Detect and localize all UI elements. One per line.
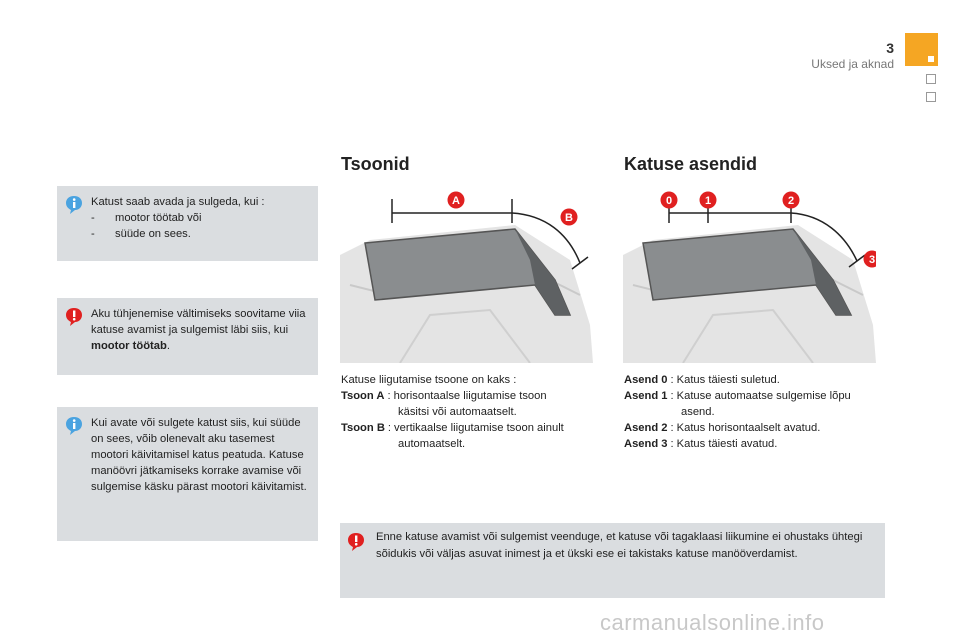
bullet-dash: - [91, 212, 95, 224]
chapter-tab-marker [928, 56, 934, 62]
warning-icon [348, 533, 364, 551]
position-item: Asend 0 : Katus täiesti suletud. [624, 372, 886, 388]
separator: : [670, 390, 674, 402]
bullet-dash: - [91, 228, 95, 240]
position-key: Asend 2 [624, 422, 668, 434]
zones-intro: Katuse liigutamise tsoone on kaks : [341, 374, 517, 386]
info-note: Kui avate või sulgete katust siis, kui s… [57, 407, 318, 541]
chapter-tab-empty[interactable] [926, 74, 936, 84]
zone-item: Tsoon A : horisontaalse liigutamise tsoo… [341, 388, 601, 404]
safety-warning-note: Enne katuse avamist või sulgemist veendu… [340, 523, 885, 598]
list-item: - mootor töötab või [91, 210, 310, 226]
zone-text-cont: käsitsi või automaatselt. [398, 406, 517, 418]
note-text-end: . [166, 340, 170, 352]
section-title: Uksed ja aknad [811, 57, 894, 71]
position-text-cont: asend. [681, 406, 715, 418]
watermark: carmanualsonline.info [600, 610, 825, 635]
chapter-tab[interactable] [905, 33, 938, 66]
separator: : [387, 422, 392, 434]
note-text-bold: mootor töötab [91, 340, 167, 352]
zones-description: Katuse liigutamise tsoone on kaks : Tsoo… [341, 372, 601, 452]
zone-item: Tsoon B : vertikaalse liigutamise tsoon … [341, 420, 601, 436]
warning-note: Aku tühjenemise vältimiseks soovitame vi… [57, 298, 318, 375]
roof-positions-illustration: 0 1 2 3 [623, 185, 881, 364]
position-key: Asend 0 [624, 374, 668, 386]
position-text: Katus horisontaalselt avatud. [676, 422, 821, 434]
separator: : [670, 422, 674, 434]
warning-text: Enne katuse avamist või sulgemist veendu… [376, 531, 863, 560]
zones-heading: Tsoonid [341, 154, 410, 174]
position-item: Asend 2 : Katus horisontaalselt avatud. [624, 420, 886, 436]
note-intro: Katust saab avada ja sulgeda, kui : [91, 196, 265, 208]
bullet-text: süüde on sees. [115, 228, 191, 240]
position-text: Katus täiesti avatud. [676, 438, 778, 450]
roof-zones-illustration: A B [340, 185, 593, 364]
page-number: 3 [886, 40, 894, 56]
position-item: Asend 3 : Katus täiesti avatud. [624, 436, 886, 452]
positions-heading: Katuse asendid [624, 154, 758, 174]
chapter-tab-empty[interactable] [926, 92, 936, 102]
zone-text: vertikaalse liigutamise tsoon ainult [394, 422, 564, 434]
info-icon [66, 417, 82, 435]
position-marker-3: 3 [869, 254, 875, 266]
info-note: Katust saab avada ja sulgeda, kui : - mo… [57, 186, 318, 261]
warning-icon [66, 308, 82, 326]
positions-description: Asend 0 : Katus täiesti suletud. Asend 1… [624, 372, 886, 452]
note-text: Aku tühjenemise vältimiseks soovitame vi… [91, 308, 306, 336]
zone-text-cont: automaatselt. [398, 438, 466, 450]
info-icon [66, 196, 82, 214]
position-text: Katus täiesti suletud. [676, 374, 780, 386]
note-text: Kui avate või sulgete katust siis, kui s… [91, 417, 307, 493]
separator: : [670, 374, 674, 386]
position-text: Katuse automaatse sulgemise lõpu [676, 390, 851, 402]
zone-text: horisontaalse liigutamise tsoon [393, 390, 547, 402]
zone-key: Tsoon B [341, 422, 385, 434]
zone-marker-b: B [565, 212, 573, 224]
bullet-text: mootor töötab või [115, 212, 202, 224]
separator: : [670, 438, 674, 450]
position-key: Asend 3 [624, 438, 668, 450]
zone-marker-a: A [452, 195, 460, 207]
zone-key: Tsoon A [341, 390, 385, 402]
list-item: - süüde on sees. [91, 226, 310, 242]
separator: : [387, 390, 391, 402]
position-item: Asend 1 : Katuse automaatse sulgemise lõ… [624, 388, 886, 404]
position-key: Asend 1 [624, 390, 668, 402]
position-marker-0: 0 [666, 195, 672, 207]
position-marker-2: 2 [788, 195, 794, 207]
position-marker-1: 1 [705, 195, 711, 207]
